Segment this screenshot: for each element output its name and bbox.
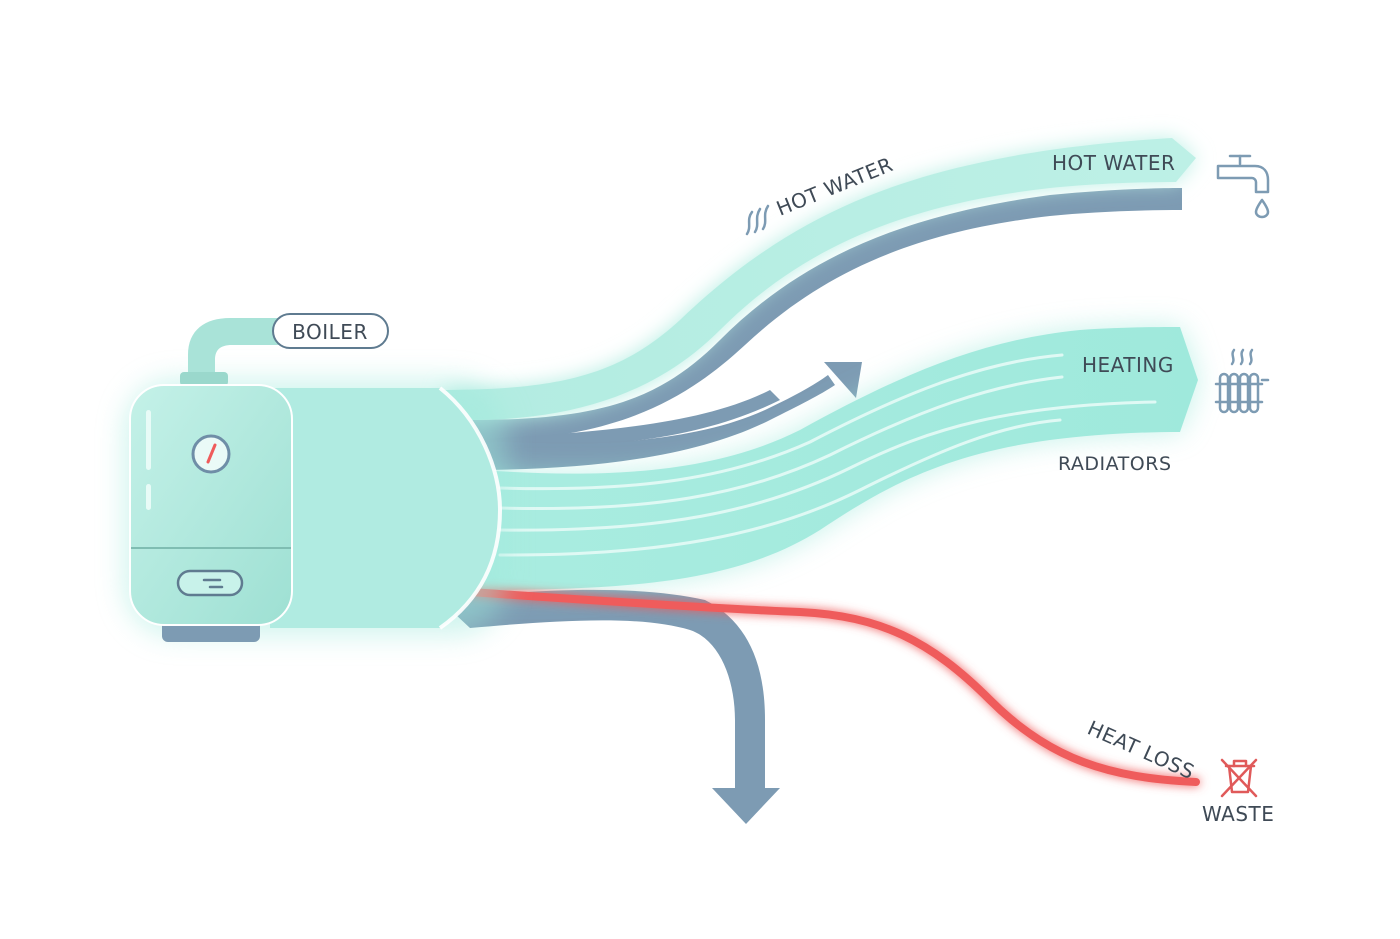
waste-label: WASTE <box>1202 802 1274 826</box>
crossed-bin-icon <box>1220 758 1258 798</box>
heating-flow <box>480 327 1198 590</box>
boiler-label-text: BOILER <box>292 320 368 344</box>
radiator-icon <box>1214 348 1270 414</box>
hot-water-end-label: HOT WATER <box>1052 151 1175 175</box>
radiators-label: RADIATORS <box>1058 453 1172 475</box>
pressure-gauge-icon <box>191 434 231 474</box>
heating-label: HEATING <box>1082 353 1174 377</box>
flue-loss-flow <box>440 589 780 824</box>
boiler-cabinet <box>129 384 293 626</box>
tap-icon <box>1216 154 1270 219</box>
boiler-manifold <box>270 388 500 628</box>
boiler-label: BOILER <box>272 313 389 349</box>
down-arrow-head <box>712 788 780 824</box>
heat-waves-icon <box>745 204 770 236</box>
hot-water-flow <box>440 138 1196 420</box>
boiler-control-button[interactable] <box>176 569 244 597</box>
up-arrow-head <box>824 362 862 398</box>
heat-loss-flow <box>466 588 1200 786</box>
boiler-unit <box>125 318 505 642</box>
flue-pipe <box>188 318 285 382</box>
